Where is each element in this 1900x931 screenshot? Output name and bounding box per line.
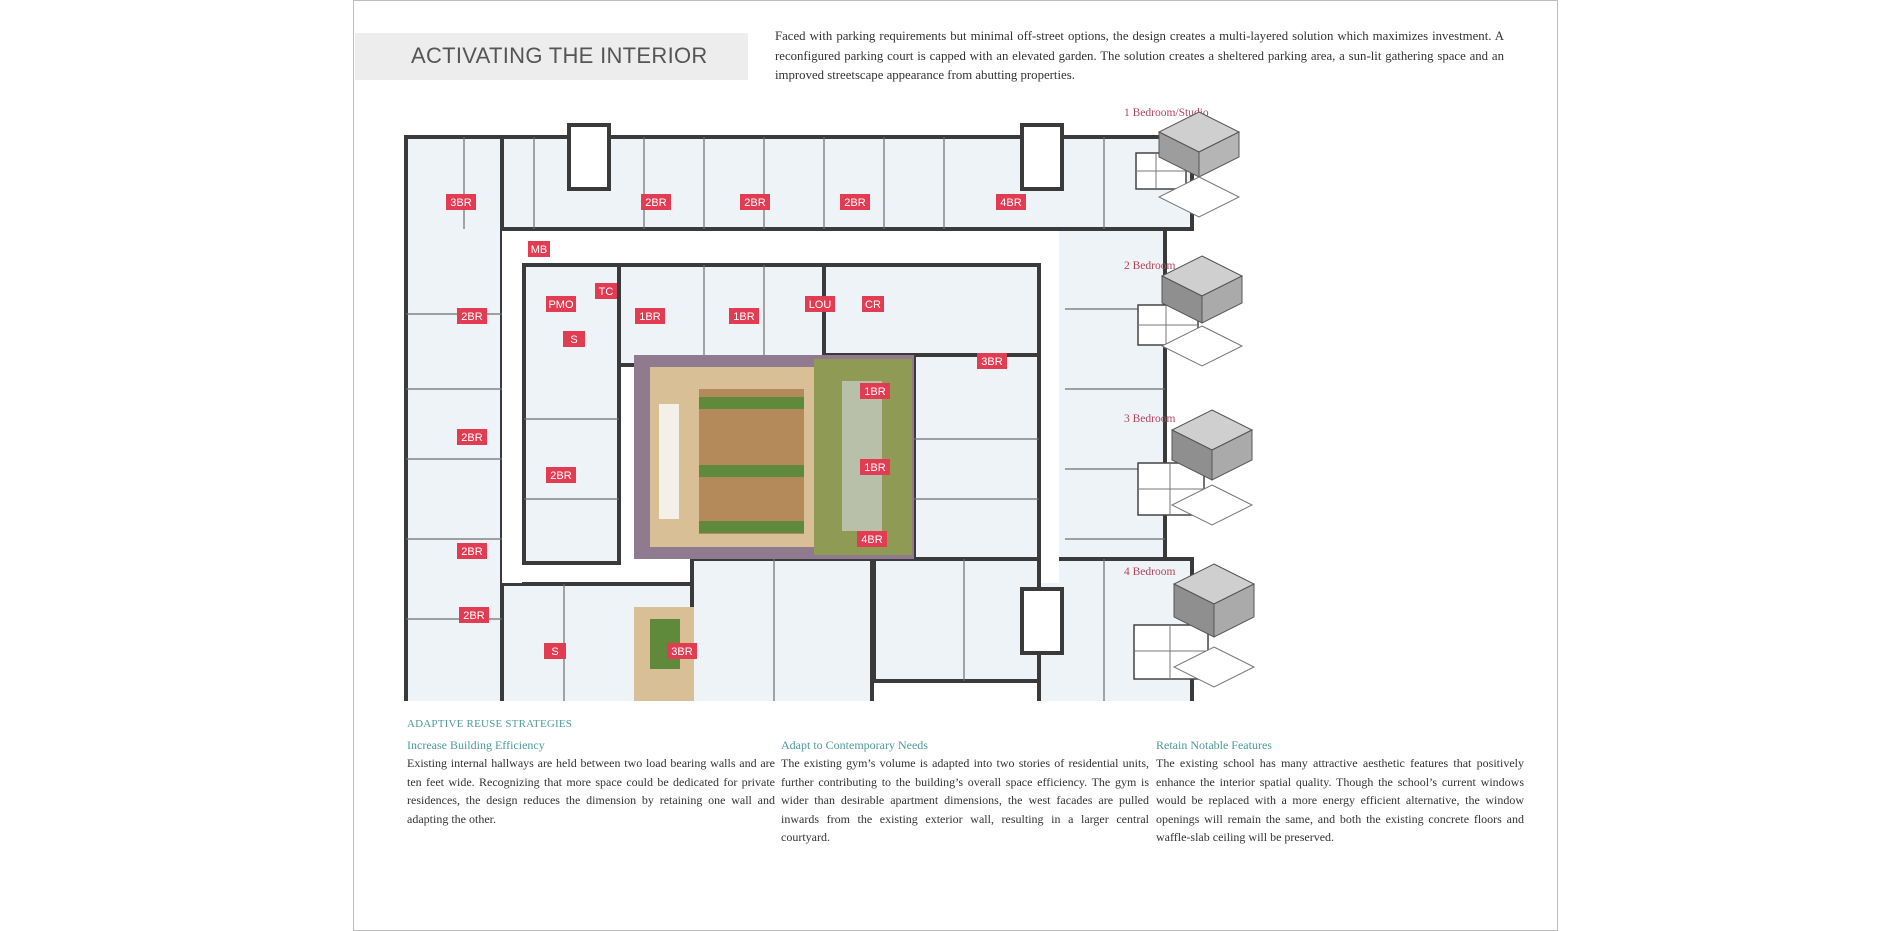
unit-tag-label: 2BR xyxy=(744,197,765,209)
unit-tag-label: 1BR xyxy=(864,386,885,398)
unit-type-label: 1 Bedroom/Studio xyxy=(1124,107,1209,119)
unit-tag-box xyxy=(840,194,870,210)
unit-tag-box xyxy=(857,531,887,547)
strategy-heading: Adapt to Contemporary Needs xyxy=(781,738,928,752)
floor-plan: 3BR 2BR 2BR 2BR 4BR MB TC PMO LOU CR 2BR 1BR 1BR S 3BR… xyxy=(404,123,1194,701)
unit-tag-label: 4BR xyxy=(861,534,882,546)
unit-tag-label: 2BR xyxy=(461,546,482,558)
unit-tag-box xyxy=(641,194,671,210)
unit-tag-label: 2BR xyxy=(844,197,865,209)
unit-tag-label: 1BR xyxy=(864,462,885,474)
two-bedroom-axonometric xyxy=(1160,255,1244,367)
unit-tag-box xyxy=(729,308,759,324)
unit-tag-label: PMO xyxy=(548,299,574,311)
strategy-text: The existing school has many attractive … xyxy=(1156,756,1524,844)
unit-tag-label: 4BR xyxy=(1000,197,1021,209)
unit-tag-box xyxy=(977,353,1007,369)
unit-tag-box xyxy=(457,429,487,445)
unit-tag-label: 1BR xyxy=(733,311,754,323)
unit-tag-box xyxy=(667,643,697,659)
presentation-board: ACTIVATING THE INTERIOR Faced with parki… xyxy=(353,0,1558,931)
unit-tag-label: S xyxy=(570,334,577,346)
unit-tag-label: LOU xyxy=(809,299,832,311)
unit-tag-box xyxy=(635,308,665,324)
unit-tag-label: 1BR xyxy=(639,311,660,323)
unit-tag-label: CR xyxy=(865,299,881,311)
corridors xyxy=(502,231,1059,583)
strategy-column: ADAPTIVE REUSE STRATEGIES Increase Build… xyxy=(407,718,775,828)
unit-tag-box xyxy=(459,607,489,623)
strategy-column: Retain Notable Features The existing sch… xyxy=(1156,736,1524,847)
unit-tag-box xyxy=(528,241,550,257)
unit-tag-label: S xyxy=(551,646,558,658)
unit-tag-box xyxy=(996,194,1026,210)
unit-tag-label: 2BR xyxy=(461,311,482,323)
building-walls xyxy=(404,135,1194,701)
unit-tag-label: 2BR xyxy=(645,197,666,209)
unit-tag-box xyxy=(740,194,770,210)
strategy-heading: Increase Building Efficiency xyxy=(407,738,545,752)
unit-tag-label: 2BR xyxy=(463,610,484,622)
strategy-column: Adapt to Contemporary Needs The existing… xyxy=(781,736,1149,847)
unit-tag-label: 3BR xyxy=(450,197,471,209)
unit-tag-label: 2BR xyxy=(461,432,482,444)
unit-tag-box xyxy=(546,296,576,312)
studio-axonometric xyxy=(1157,111,1241,218)
unit-tag-box xyxy=(862,296,884,312)
unit-tag-box xyxy=(544,643,566,659)
unit-tag-box xyxy=(805,296,835,312)
unit-tag-box xyxy=(860,459,890,475)
strategy-heading: Retain Notable Features xyxy=(1156,738,1272,752)
unit-tag-label: 2BR xyxy=(550,470,571,482)
unit-type-label: 2 Bedroom xyxy=(1124,260,1176,272)
unit-tag-label: 3BR xyxy=(671,646,692,658)
strategies-kicker: ADAPTIVE REUSE STRATEGIES xyxy=(407,718,573,730)
title-band: ACTIVATING THE INTERIOR xyxy=(355,33,748,80)
unit-tag-box xyxy=(860,383,890,399)
strategy-text: Existing internal hallways are held betw… xyxy=(407,756,775,826)
four-bedroom-axonometric xyxy=(1172,563,1256,688)
unit-tag-label: TC xyxy=(599,286,614,298)
page-title: ACTIVATING THE INTERIOR xyxy=(411,43,708,68)
unit-tag-label: 3BR xyxy=(981,356,1002,368)
unit-tag-label: MB xyxy=(531,244,548,256)
unit-type-label: 3 Bedroom xyxy=(1124,413,1176,425)
unit-tag-box xyxy=(546,467,576,483)
unit-tag-box xyxy=(446,194,476,210)
intro-paragraph: Faced with parking requirements but mini… xyxy=(775,29,1504,82)
unit-tag-box xyxy=(457,308,487,324)
stair-towers xyxy=(567,123,1064,655)
unit-tags: 3BR 2BR 2BR 2BR 4BR MB TC PMO LOU CR 2BR 1BR 1BR S 3BR… xyxy=(446,194,1026,659)
unit-type-label: 4 Bedroom xyxy=(1124,566,1176,578)
unit-tag-box xyxy=(563,331,585,347)
strategy-text: The existing gym’s volume is adapted int… xyxy=(781,756,1149,844)
three-bedroom-axonometric xyxy=(1170,409,1254,526)
unit-tag-box xyxy=(595,283,617,299)
unit-tag-box xyxy=(457,543,487,559)
central-courtyard xyxy=(634,355,914,701)
